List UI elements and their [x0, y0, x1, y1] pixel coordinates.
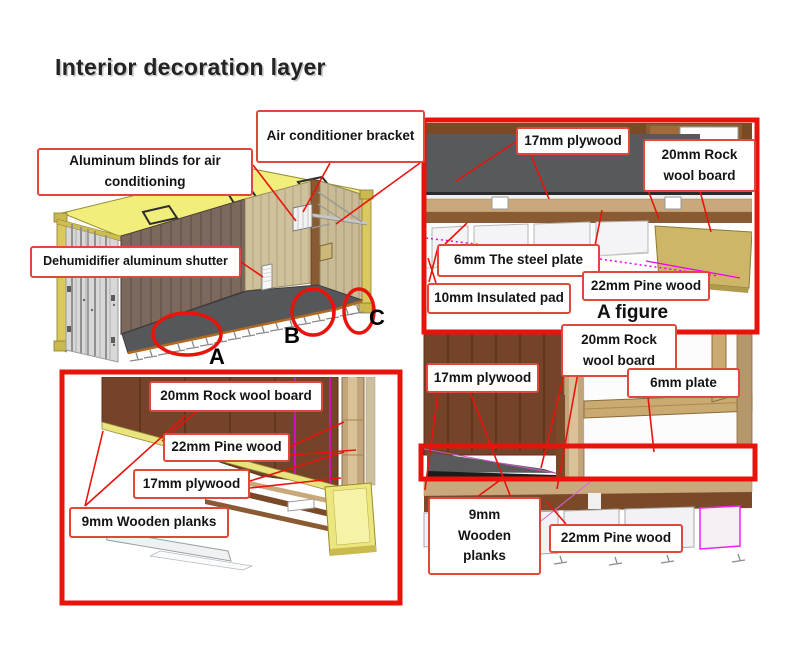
label-cd-planks: 9mm Wooden planks: [69, 507, 229, 538]
shutter-slats: [261, 267, 273, 283]
end-wall-seams: [327, 184, 360, 305]
ac-box-ribs: [297, 205, 309, 230]
label-fa-steel-plate: 6mm The steel plate: [437, 244, 600, 277]
marker-c: C: [369, 305, 385, 330]
floor-beam-2: [205, 499, 332, 532]
figure-a-caption: A figure: [596, 302, 669, 323]
highlight-frames: [59, 117, 760, 606]
label-wd-pine: 22mm Pine wood: [549, 524, 683, 553]
label-wd-plate: 6mm plate: [627, 368, 740, 398]
container-leader-lines: [240, 162, 421, 278]
label-cd-pine: 22mm Pine wood: [163, 433, 290, 462]
label-cd-plywood: 17mm plywood: [133, 469, 250, 499]
label-ac-bracket: Air conditioner bracket: [256, 110, 425, 163]
floor-edge-highlight: [418, 443, 758, 482]
end-wall: [319, 180, 364, 307]
marker-ellipse-b: [290, 287, 336, 337]
label-fa-pine: 22mm Pine wood: [582, 271, 710, 301]
label-wd-plywood: 17mm plywood: [426, 363, 539, 393]
label-fa-rockwool: 20mm Rock wool board: [643, 139, 756, 192]
marker-b: B: [284, 323, 300, 348]
marker-ellipse-c: [342, 287, 376, 335]
label-wd-planks: 9mm Wooden planks: [428, 497, 541, 575]
frame-post: [310, 178, 321, 304]
marker-a: A: [209, 344, 225, 369]
label-dehumidifier-shutter: Dehumidifier aluminum shutter: [30, 246, 241, 278]
corner-detail-frame: [59, 369, 403, 606]
marker-ellipse-a: [151, 311, 223, 357]
wall-hatch: [319, 242, 333, 262]
corner-detail-leader-lines: [84, 411, 357, 507]
ac-bracket-box: [292, 203, 313, 232]
label-aluminum-blinds: Aluminum blinds for air conditioning: [37, 148, 253, 196]
floor-front-rail: [127, 299, 363, 355]
label-fa-insulated-pad: 10mm Insulated pad: [427, 283, 571, 314]
label-fa-plywood: 17mm plywood: [516, 127, 630, 155]
corner-post-left: [56, 216, 67, 353]
label-wd-rockwool: 20mm Rock wool board: [561, 324, 677, 377]
label-cd-rockwool: 20mm Rock wool board: [149, 381, 323, 412]
page-title: Interior decoration layer: [55, 54, 326, 80]
magenta-channel: [699, 505, 741, 550]
wood-band: [426, 212, 752, 223]
tan-wall-seams: [252, 182, 310, 290]
